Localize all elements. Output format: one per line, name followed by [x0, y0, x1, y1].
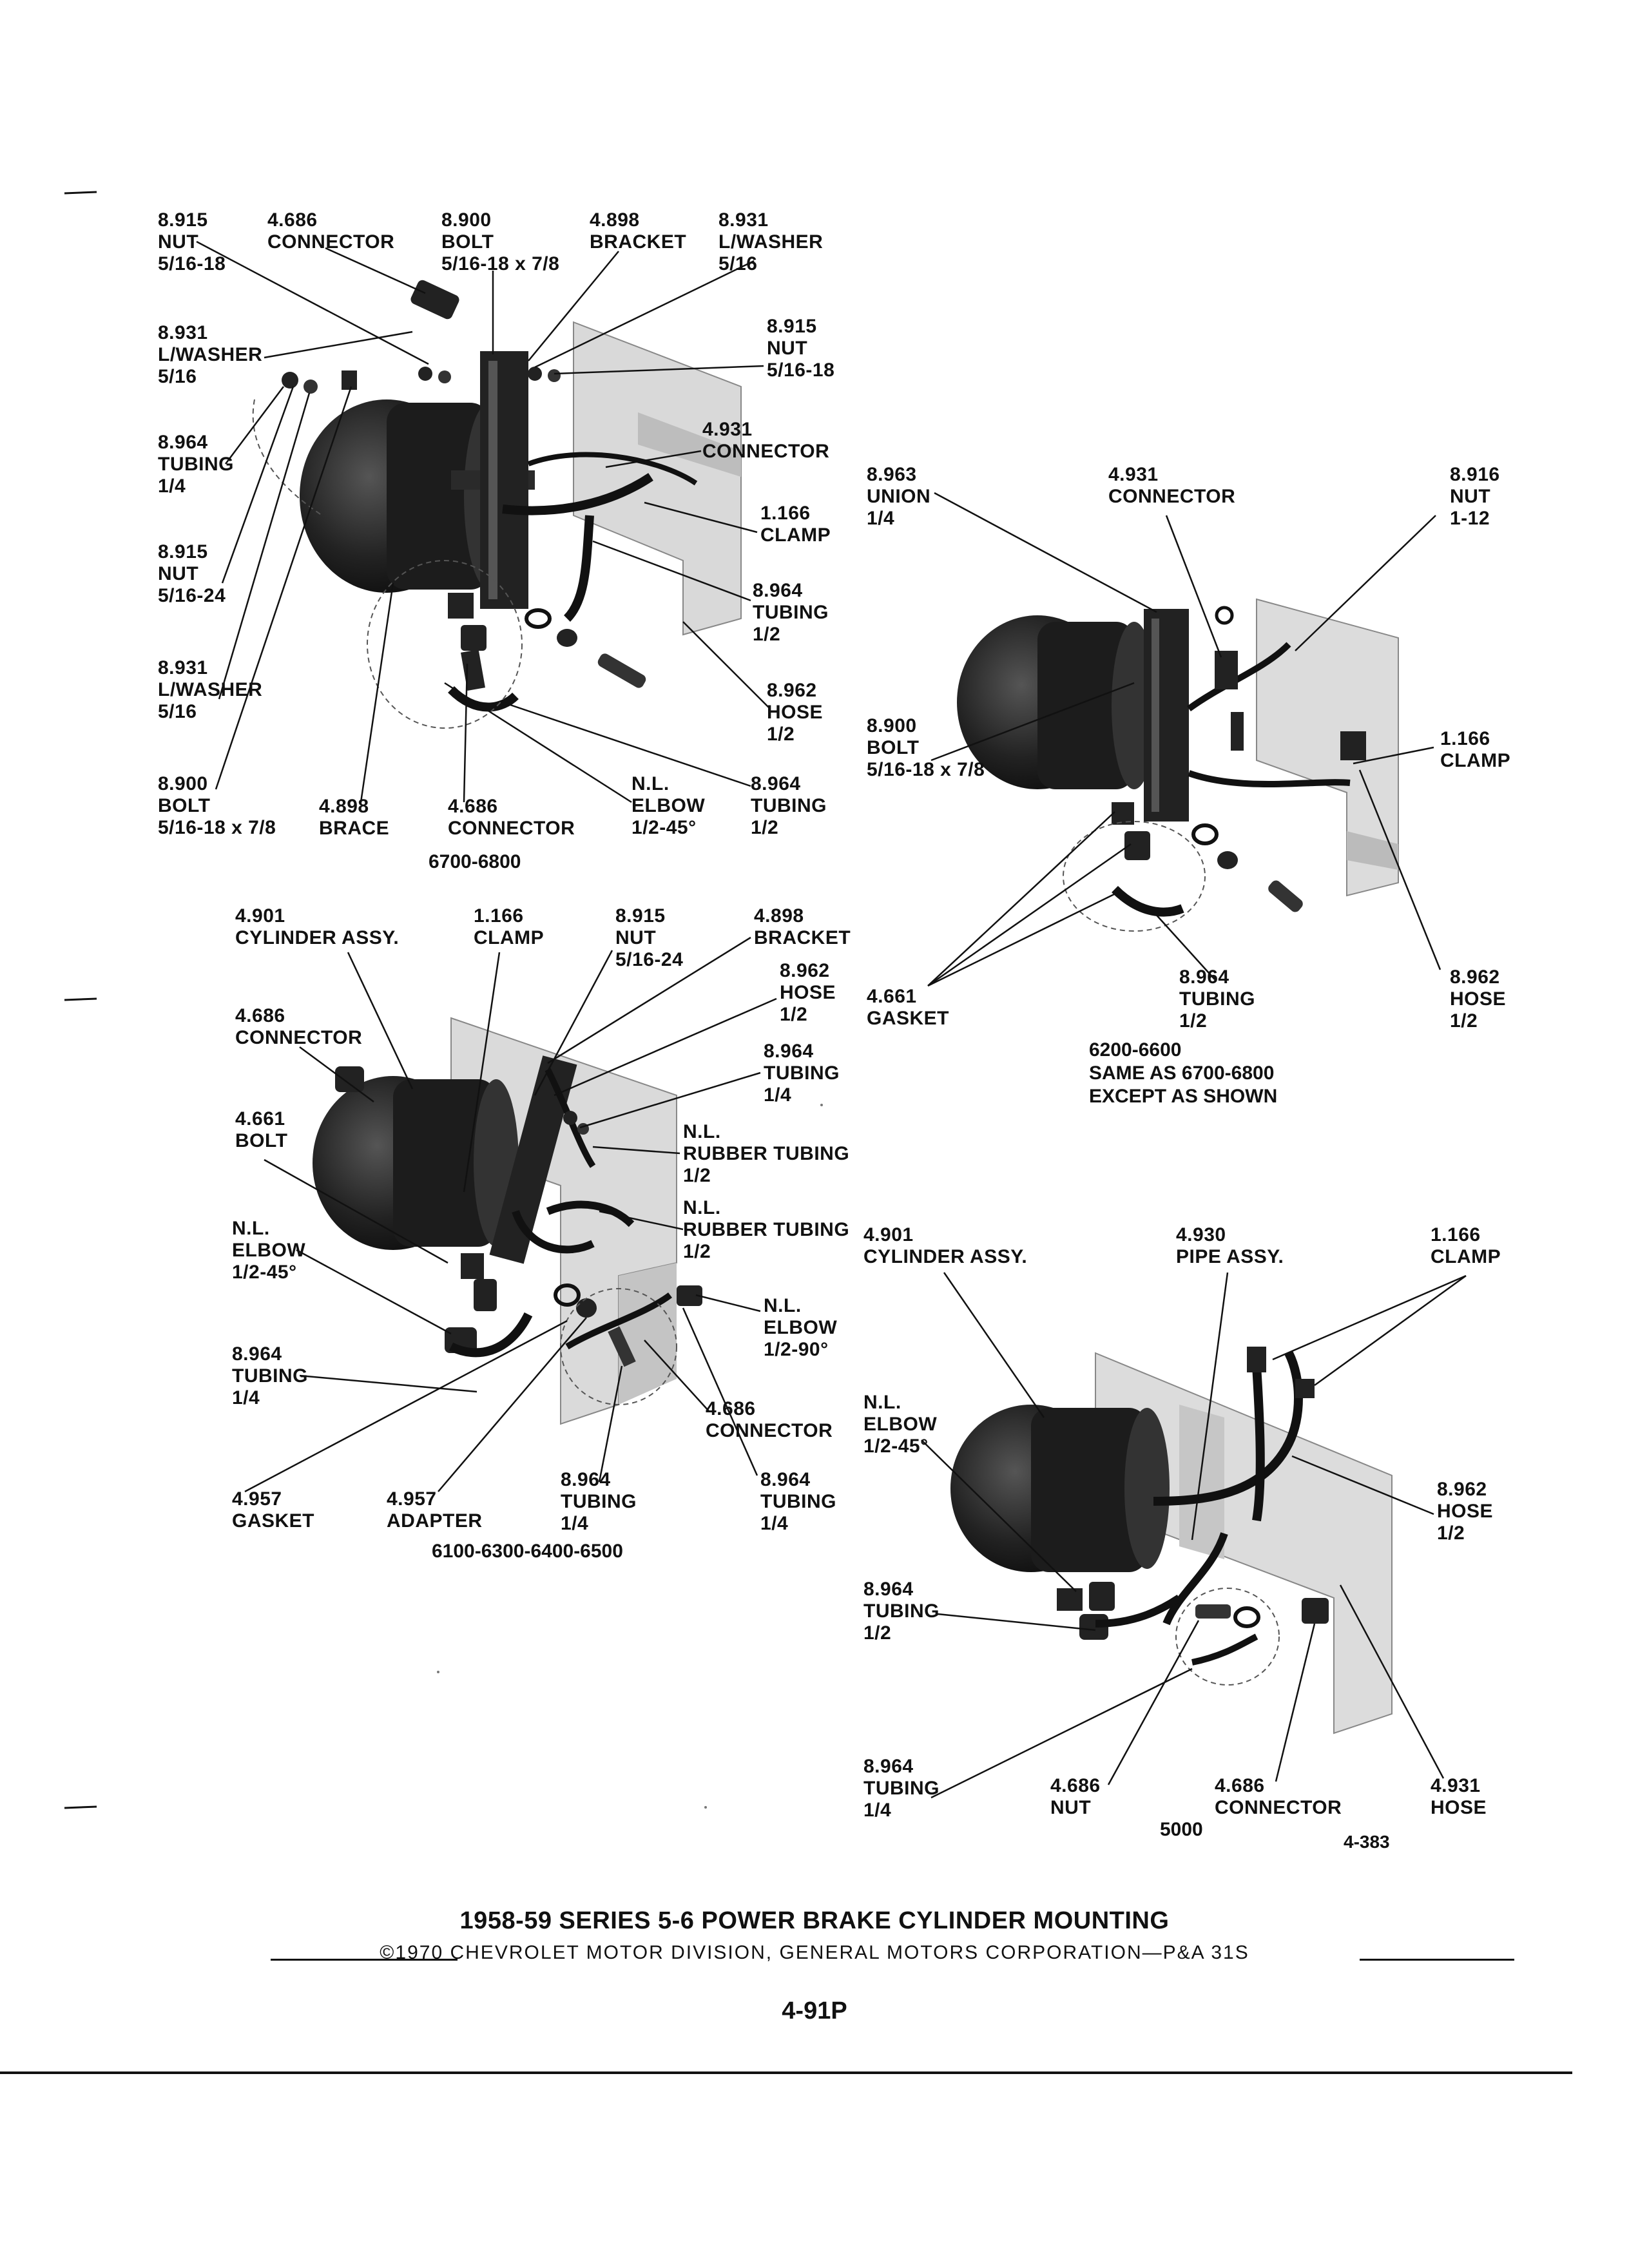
margin-marks — [64, 191, 97, 1809]
diagram-6200-art — [957, 598, 1399, 932]
copyright-line: ©1970 CHEVROLET MOTOR DIVISION, GENERAL … — [380, 1942, 1249, 1963]
diagram-5000-art — [950, 1347, 1393, 1735]
diagram-6200-leaders — [927, 492, 1441, 987]
diagram-caption: 6700-6800 — [429, 851, 521, 872]
diagram-5000-leaders — [921, 1272, 1467, 1799]
diagram-6700-art — [252, 280, 742, 729]
page-specks — [437, 1104, 1251, 1809]
diagram-6100-art — [313, 1017, 702, 1425]
footer-rule-right — [1360, 1959, 1514, 1961]
footer-rule-left — [271, 1959, 458, 1961]
page-title: 1958-59 SERIES 5-6 POWER BRAKE CYLINDER … — [459, 1907, 1170, 1934]
diagram-6700-leaders — [196, 240, 771, 803]
figure-reference: 4-383 — [1344, 1832, 1390, 1852]
diagram-caption: 5000 — [1160, 1819, 1203, 1840]
page-bottom-rule — [0, 2071, 1572, 2074]
page-number: 4-91P — [782, 1997, 847, 2024]
diagram-6100-leaders — [244, 936, 777, 1493]
diagram-caption: 6100-6300-6400-6500 — [432, 1541, 623, 1562]
